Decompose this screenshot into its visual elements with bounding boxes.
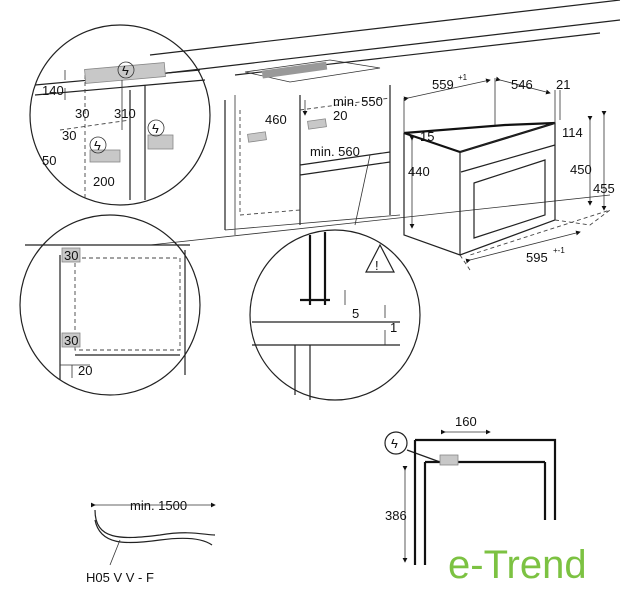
electric-icon: ϟ — [391, 436, 398, 451]
cable-drawing — [91, 502, 216, 566]
dim-20-left: 20 — [78, 363, 92, 378]
detail-top-left: ϟ ϟ ϟ — [29, 24, 211, 206]
cable-length: min. 1500 — [130, 498, 187, 513]
dim-460: 460 — [265, 112, 287, 127]
dim-5: 5 — [352, 306, 359, 321]
dim-310: 310 — [114, 106, 136, 121]
cabinet-drawing — [149, 0, 621, 246]
dim-386: 386 — [385, 508, 407, 523]
dim-200: 200 — [93, 174, 115, 189]
dim-455: 455 — [593, 181, 615, 196]
dim-160: 160 — [455, 414, 477, 429]
electric-icon: ϟ — [122, 63, 129, 78]
dim-114: 114 — [562, 125, 583, 140]
dim-21: 21 — [556, 77, 570, 92]
electric-icon: ϟ — [152, 121, 159, 136]
dim-30-b: 30 — [62, 128, 76, 143]
side-view: ϟ — [384, 429, 557, 565]
oven-drawing — [403, 76, 611, 271]
dim-595-tolerance: +-1 — [553, 246, 565, 255]
dim-440: 440 — [408, 164, 430, 179]
electric-icon: ϟ — [94, 138, 101, 153]
detail-left — [19, 214, 201, 396]
detail-right: ! — [249, 154, 421, 401]
dim-546: 546 — [511, 77, 533, 92]
dim-450: 450 — [570, 162, 592, 177]
dim-min-550: min. 550 — [333, 94, 383, 109]
dim-140: 140 — [42, 83, 64, 98]
dim-559: 559 — [432, 77, 454, 92]
warning-icon: ! — [375, 258, 379, 273]
dim-595: 595 — [526, 250, 548, 265]
cable-type: H05 V V - F — [86, 570, 154, 585]
dim-559-tolerance: +1 — [458, 73, 468, 82]
dim-50: 50 — [42, 153, 56, 168]
dim-min-560: min. 560 — [310, 144, 360, 159]
dim-15: 15 — [420, 129, 434, 144]
dim-30-bottom: 30 — [64, 333, 78, 348]
dim-1: 1 — [390, 320, 397, 335]
dim-30-a: 30 — [75, 106, 89, 121]
etrend-logo: e-Trend — [448, 543, 587, 587]
dim-20-cabinet: 20 — [333, 108, 347, 123]
dim-30-top: 30 — [64, 248, 78, 263]
